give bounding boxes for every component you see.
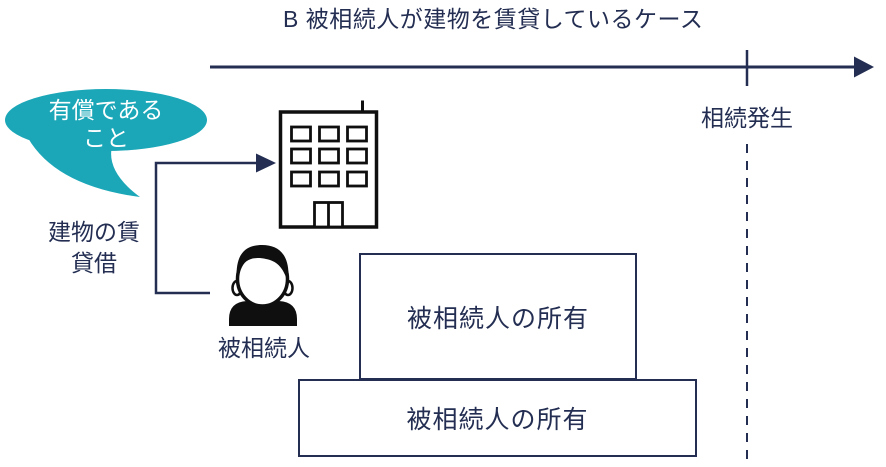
callout-line-1: 有償である xyxy=(48,97,164,123)
upper-ownership-label: 被相続人の所有 xyxy=(406,304,589,333)
lease-connector xyxy=(154,153,276,295)
timeline xyxy=(210,50,874,461)
building-icon xyxy=(278,100,379,229)
person-label: 被相続人 xyxy=(218,335,310,361)
arrow-right-icon xyxy=(256,153,276,173)
callout-bubble-body xyxy=(5,89,207,151)
lease-label: 建物の賃 貸借 xyxy=(28,217,160,279)
callout-bubble-tail xyxy=(28,138,140,197)
callout-line-2: こと xyxy=(83,125,129,151)
lease-label-line-1: 建物の賃 xyxy=(48,219,140,245)
inheritance-event-label: 相続発生 xyxy=(701,105,793,131)
lease-label-line-2: 貸借 xyxy=(71,250,117,276)
callout-text: 有償である こと xyxy=(6,96,206,152)
lower-ownership-box: 被相続人の所有 xyxy=(298,379,697,457)
diagram-title: B 被相続人が建物を賃貸しているケース xyxy=(283,6,704,32)
person-icon xyxy=(229,245,297,326)
lease-connector-line xyxy=(154,161,258,295)
upper-ownership-box: 被相続人の所有 xyxy=(359,253,637,380)
lower-ownership-label: 被相続人の所有 xyxy=(406,406,589,434)
arrow-right-icon xyxy=(854,56,874,78)
callout-bubble xyxy=(5,89,207,197)
